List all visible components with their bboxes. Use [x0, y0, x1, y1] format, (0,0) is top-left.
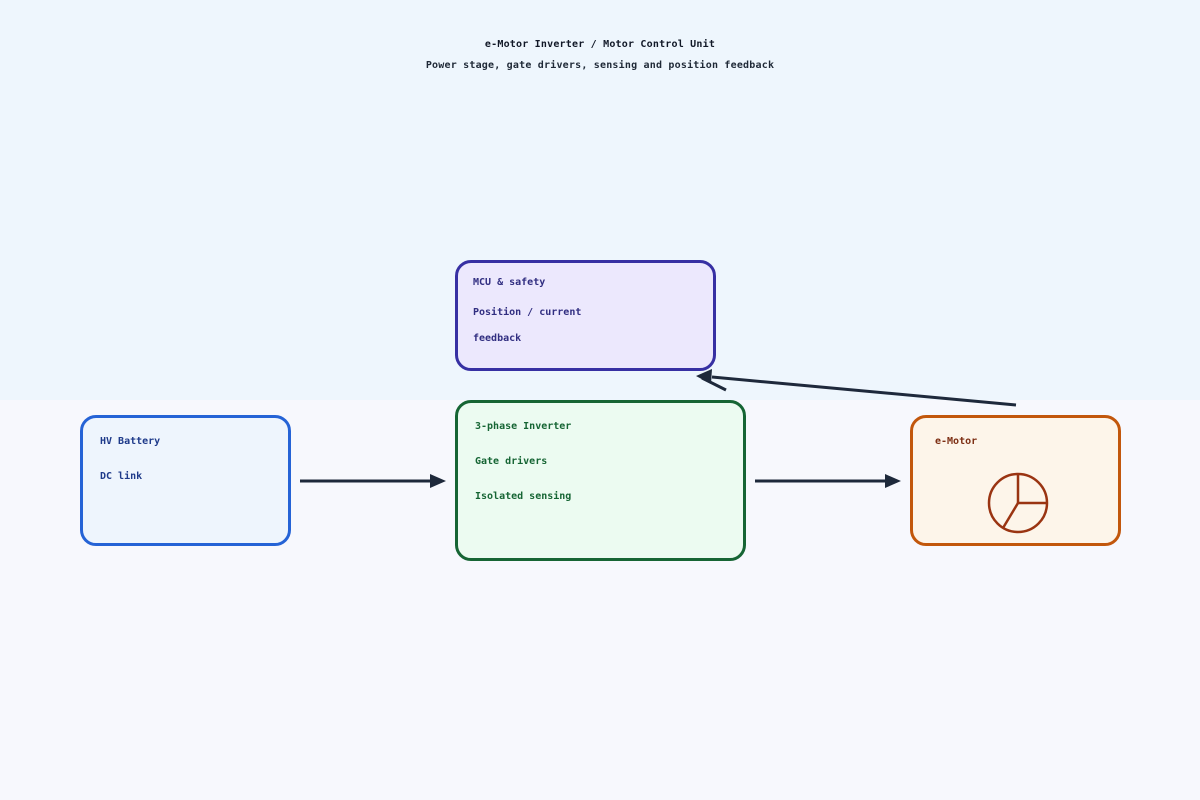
battery-to-inverter-arrow	[300, 474, 446, 488]
diagram-subtitle: Power stage, gate drivers, sensing and p…	[425, 60, 775, 71]
mcu-safety-block: MCU & safety Position / current feedback	[455, 260, 716, 371]
mcu-label: MCU & safety	[473, 277, 546, 288]
battery-label: HV Battery	[100, 436, 161, 447]
motor-to-mcu-feedback-arrow	[696, 369, 1017, 407]
mcu-feedback-label-cont: feedback	[473, 333, 522, 344]
motor-rotor-icon	[987, 472, 1049, 534]
inverter-to-motor-arrow	[755, 474, 901, 488]
hv-battery-block: HV Battery DC link	[80, 415, 291, 546]
e-motor-block: e-Motor	[910, 415, 1121, 546]
mcu-feedback-label: Position / current	[473, 307, 582, 318]
inverter-block: 3-phase Inverter Gate drivers Isolated s…	[455, 400, 746, 561]
diagram-title: e-Motor Inverter / Motor Control Unit	[484, 39, 716, 50]
isolated-sensing-label: Isolated sensing	[475, 491, 572, 502]
motor-label: e-Motor	[935, 436, 978, 447]
dc-link-label: DC link	[100, 471, 143, 482]
inverter-label: 3-phase Inverter	[475, 421, 572, 432]
gate-drivers-label: Gate drivers	[475, 456, 548, 467]
